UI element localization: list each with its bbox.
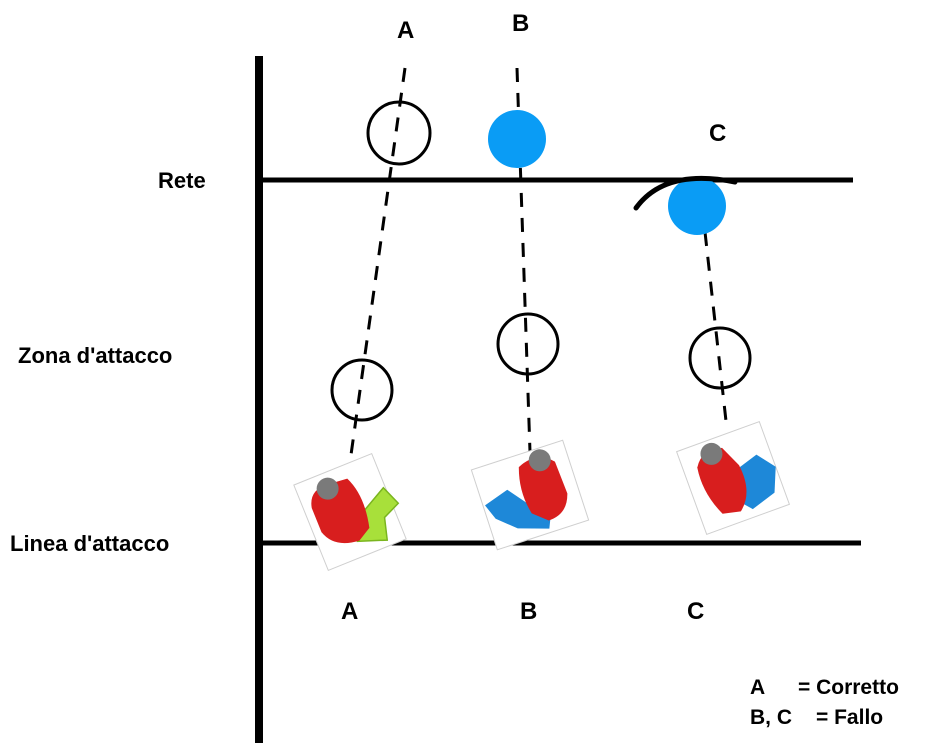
trajectory-c — [703, 231, 729, 431]
top-letter-a: A — [397, 17, 414, 44]
ball-outline-icon — [330, 358, 394, 422]
attack-zone-label: Zona d'attacco — [18, 343, 172, 368]
bottom-letter-a: A — [341, 598, 358, 625]
ball-filled-icon — [668, 177, 726, 235]
ball-outline-icon — [496, 312, 560, 376]
top-letter-c: C — [709, 120, 726, 147]
legend-key-1: A — [750, 676, 765, 699]
bottom-letter-b: B — [520, 598, 537, 625]
ball-outline-icon — [688, 326, 752, 390]
player-icon — [470, 439, 590, 551]
legend-value-2: = Fallo — [816, 706, 883, 729]
top-letter-b: B — [512, 10, 529, 37]
ball-filled-icon — [488, 110, 546, 168]
trajectory-a — [348, 67, 407, 463]
bottom-letter-c: C — [687, 598, 704, 625]
net-label: Rete — [158, 168, 206, 193]
player-icon — [675, 420, 791, 536]
legend-value-1: = Corretto — [798, 676, 899, 699]
ball-outline-icon — [366, 100, 432, 166]
player-icon — [293, 452, 407, 572]
attack-line-label: Linea d'attacco — [10, 531, 169, 556]
legend-key-2: B, C — [750, 706, 792, 729]
block-hand-icon — [633, 175, 738, 211]
